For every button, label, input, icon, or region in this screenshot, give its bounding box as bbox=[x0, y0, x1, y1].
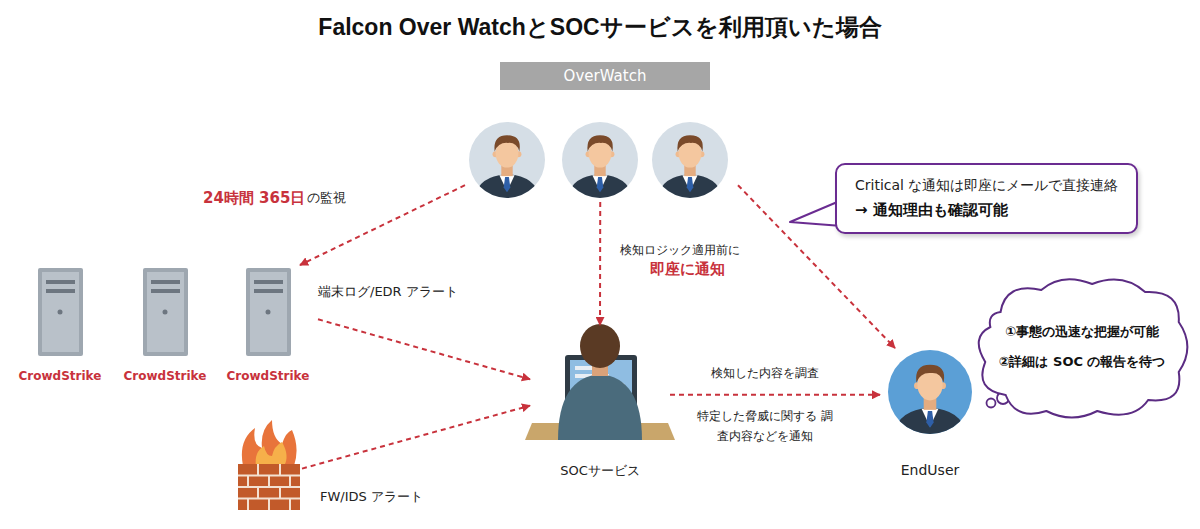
person-icon bbox=[658, 135, 723, 198]
node-text: CrowdStrike bbox=[115, 369, 215, 383]
node-text: OverWatch bbox=[500, 62, 710, 90]
note-label: の監視 bbox=[307, 189, 346, 207]
dashed-arrow bbox=[599, 202, 601, 325]
node-text: → 通知理由も確認可能 bbox=[855, 201, 1118, 220]
node-text: CrowdStrike bbox=[10, 369, 110, 383]
edge-label: 検知した内容を調査 bbox=[690, 365, 840, 382]
server-node: CrowdStrike bbox=[218, 265, 318, 383]
edge-label: 検知ロジック適用前に bbox=[620, 242, 740, 259]
diagram-title: Falcon Over WatchとSOCサービスを利用頂いた場合 bbox=[0, 12, 1200, 43]
soc-operator bbox=[525, 324, 675, 440]
callout-box: Critical な通知は即座にメールで直接連絡 → 通知理由も確認可能 bbox=[835, 163, 1138, 234]
node-text: FW/IDS アラート bbox=[320, 488, 423, 506]
dashed-arrow bbox=[318, 319, 530, 379]
person-icon bbox=[568, 135, 633, 198]
person-circle bbox=[469, 122, 545, 198]
node-text: ①事態の迅速な把握が可能 bbox=[1005, 323, 1159, 341]
node-text: Critical な通知は即座にメールで直接連絡 bbox=[855, 177, 1118, 195]
server-node: CrowdStrike bbox=[115, 265, 215, 383]
dashed-arrow bbox=[300, 185, 465, 265]
person-icon bbox=[475, 135, 540, 198]
node-text: EndUser bbox=[880, 462, 980, 478]
person-circle bbox=[652, 122, 728, 198]
overwatch-group: OverWatch bbox=[465, 62, 745, 202]
enduser-node: EndUser bbox=[880, 348, 980, 478]
dashed-arrow bbox=[302, 406, 530, 469]
server-tower bbox=[143, 268, 188, 356]
node-text: ②詳細は SOC の報告を待つ bbox=[998, 353, 1165, 371]
server-node: CrowdStrike bbox=[10, 265, 110, 383]
firewall-icon bbox=[238, 420, 300, 510]
note-label: 特定した脅威に関する 調査内容などを通知 bbox=[695, 406, 835, 446]
note-label: 即座に通知 bbox=[650, 260, 725, 279]
person-circle bbox=[562, 122, 638, 198]
cloud-outline bbox=[970, 272, 1194, 422]
thought-bubble: ①事態の迅速な把握が可能 ②詳細は SOC の報告を待つ bbox=[970, 272, 1194, 422]
dashed-arrow bbox=[670, 394, 880, 396]
edge-label: 端末ログ/EDR アラート bbox=[318, 283, 458, 301]
thought-dot bbox=[987, 399, 996, 408]
enduser-icon bbox=[894, 365, 965, 434]
edge-label: 24時間 365日 bbox=[203, 189, 305, 208]
firewall-node: FW/IDS アラート bbox=[232, 418, 302, 510]
soc-node: SOCサービス bbox=[530, 325, 670, 480]
server-tower bbox=[246, 268, 291, 356]
enduser-circle bbox=[888, 350, 972, 434]
server-tower bbox=[38, 268, 83, 356]
node-text: SOCサービス bbox=[530, 462, 670, 480]
node-text: CrowdStrike bbox=[218, 369, 318, 383]
